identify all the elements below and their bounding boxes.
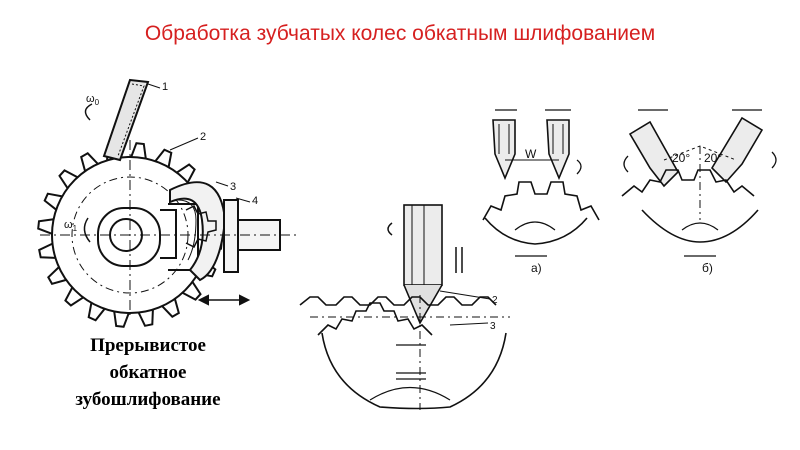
label-1: 1 [162,81,168,93]
omega-1: ω1 [64,219,78,233]
figure-b-caption: б) [702,261,713,275]
wheel-right [710,116,764,184]
angle-left: 20° [672,151,690,165]
omega-0: ω0 [86,93,100,107]
caption-line: Прерывистое [90,335,206,356]
grinding-wheel [403,204,443,286]
caption-intermittent-grinding: Прерывистое обкатное зубошлифование [28,332,268,413]
dimension-w: W [525,147,537,161]
label-4: 4 [252,195,258,207]
angle-right: 20° [704,151,722,165]
grinding-wheel-1 [102,78,150,162]
gear-profile [317,302,433,336]
slide-title: Обработка зубчатых колес обкатным шлифов… [144,22,656,45]
caption-line: обкатное [109,362,187,383]
gear-grinding-diagram: 1 2 3 4 ω0 ω1 [37,78,300,328]
label-3: 3 [230,181,236,193]
two-wheel-diagram-b: 20° 20° б) [621,109,777,275]
rack-profile [299,296,497,306]
label-2: 2 [492,295,498,306]
wheel-right [546,119,570,181]
figure-a-caption: а) [531,261,542,275]
label-3: 3 [490,321,496,332]
wheel-left [628,120,679,188]
label-2: 2 [200,131,206,143]
two-wheel-diagram-a: W а) [482,109,600,275]
segment-3 [169,181,227,282]
gear-hub [97,207,161,267]
caption-line: зубошлифование [75,389,221,410]
rack-grinding-diagram: 2 3 [299,204,510,410]
wheel-left [492,119,516,181]
holder-4 [223,199,239,273]
